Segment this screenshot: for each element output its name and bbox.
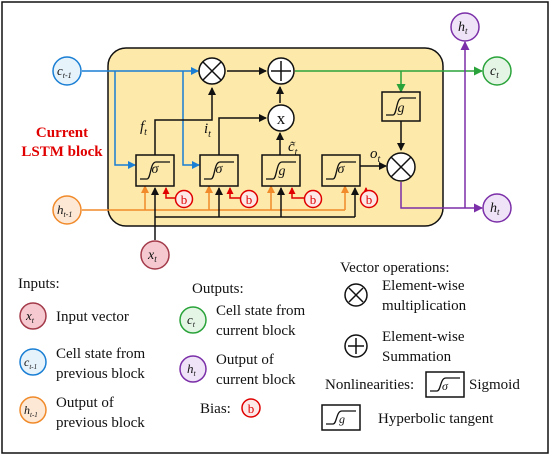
- cell-prev-lines: [82, 67, 200, 169]
- svg-text:ct: ct: [187, 312, 196, 329]
- output-gate: σ: [321, 154, 361, 187]
- xt-node: xt: [140, 240, 170, 270]
- h-prev-node: ht-1: [52, 195, 82, 225]
- svg-text:ct-1: ct-1: [57, 63, 72, 80]
- input-multiply-op: x: [267, 104, 295, 132]
- ot-label: ot: [370, 146, 381, 165]
- svg-text:Cell state from: Cell state from: [216, 303, 305, 319]
- svg-text:b: b: [181, 192, 188, 207]
- cell-state-line: [295, 66, 483, 93]
- svg-text:Hyperbolic tangent: Hyperbolic tangent: [378, 411, 494, 427]
- svg-text:Inputs:: Inputs:: [18, 276, 60, 292]
- svg-text:Vector operations:: Vector operations:: [340, 260, 450, 276]
- output-multiply-op: [386, 152, 416, 182]
- forget-multiply-op: [198, 57, 226, 85]
- svg-text:b: b: [310, 192, 317, 207]
- svg-text:x: x: [277, 109, 286, 128]
- svg-text:g: g: [279, 164, 286, 179]
- ct-node: ct: [482, 56, 512, 86]
- svg-text:xt: xt: [25, 308, 35, 325]
- forget-gate: σ: [135, 154, 175, 187]
- output-line: [400, 41, 483, 213]
- legend-nonlinearities: Nonlinearities: σ Sigmoid g Hyperbolic t…: [321, 371, 520, 431]
- legend-vector-ops: Vector operations: Element-wise multipli…: [340, 260, 467, 365]
- svg-text:b: b: [366, 192, 373, 207]
- svg-text:Outputs:: Outputs:: [192, 281, 244, 297]
- svg-text:Output of: Output of: [56, 395, 114, 411]
- bias-output: b: [359, 189, 379, 209]
- svg-text:Element-wise: Element-wise: [382, 278, 465, 294]
- hprev-lines: [82, 185, 349, 211]
- it-label: it: [204, 121, 211, 140]
- svg-text:σ: σ: [442, 379, 449, 393]
- svg-text:ht: ht: [458, 20, 468, 36]
- svg-text:xt: xt: [147, 248, 157, 264]
- block-label-line2: LSTM block: [21, 144, 103, 160]
- svg-text:Element-wise: Element-wise: [382, 329, 465, 345]
- bias-forget: b: [174, 189, 194, 209]
- cell-tanh: g: [381, 91, 421, 122]
- svg-text:g: g: [339, 412, 345, 426]
- svg-text:previous block: previous block: [56, 366, 145, 382]
- xt-lines: [151, 187, 359, 240]
- legend-inputs: Inputs: xt Input vector ct-1 Cell state …: [18, 276, 145, 431]
- svg-text:ht-1: ht-1: [57, 202, 72, 219]
- input-gate: σ: [199, 154, 239, 187]
- candidate-gate: g: [261, 154, 301, 187]
- svg-text:Output of: Output of: [216, 352, 274, 368]
- bias-candidate: b: [303, 189, 323, 209]
- svg-text:σ: σ: [152, 162, 160, 177]
- legend-outputs: Outputs: ct Cell state from current bloc…: [179, 281, 305, 418]
- svg-text:Bias:: Bias:: [200, 401, 231, 417]
- svg-text:ct-1: ct-1: [24, 355, 37, 371]
- block-label-line1: Current: [36, 125, 88, 141]
- bias-input: b: [239, 189, 259, 209]
- svg-text:previous block: previous block: [56, 415, 145, 431]
- svg-text:ct: ct: [490, 64, 499, 80]
- svg-text:Nonlinearities:: Nonlinearities:: [325, 377, 414, 393]
- svg-text:Cell state from: Cell state from: [56, 346, 145, 362]
- svg-text:ht: ht: [490, 201, 500, 217]
- svg-text:current block: current block: [216, 323, 296, 339]
- svg-text:ht: ht: [187, 361, 197, 378]
- c-prev-node: ct-1: [52, 56, 82, 86]
- ht-right-node: ht: [482, 193, 512, 223]
- ctilde-label: c̃t: [288, 139, 298, 158]
- svg-text:multiplication: multiplication: [382, 298, 467, 314]
- svg-text:b: b: [246, 192, 253, 207]
- svg-text:Summation: Summation: [382, 349, 452, 365]
- svg-text:current block: current block: [216, 372, 296, 388]
- gate-wires: [154, 67, 405, 170]
- svg-text:Sigmoid: Sigmoid: [469, 377, 520, 393]
- add-op: [267, 57, 295, 85]
- svg-text:σ: σ: [216, 162, 224, 177]
- svg-text:g: g: [398, 101, 405, 116]
- svg-text:Input vector: Input vector: [56, 309, 129, 325]
- svg-text:b: b: [248, 401, 255, 416]
- svg-text:ht-1: ht-1: [24, 403, 38, 419]
- ht-top-node: ht: [450, 12, 480, 42]
- svg-text:σ: σ: [338, 162, 346, 177]
- ft-label: ft: [140, 119, 147, 138]
